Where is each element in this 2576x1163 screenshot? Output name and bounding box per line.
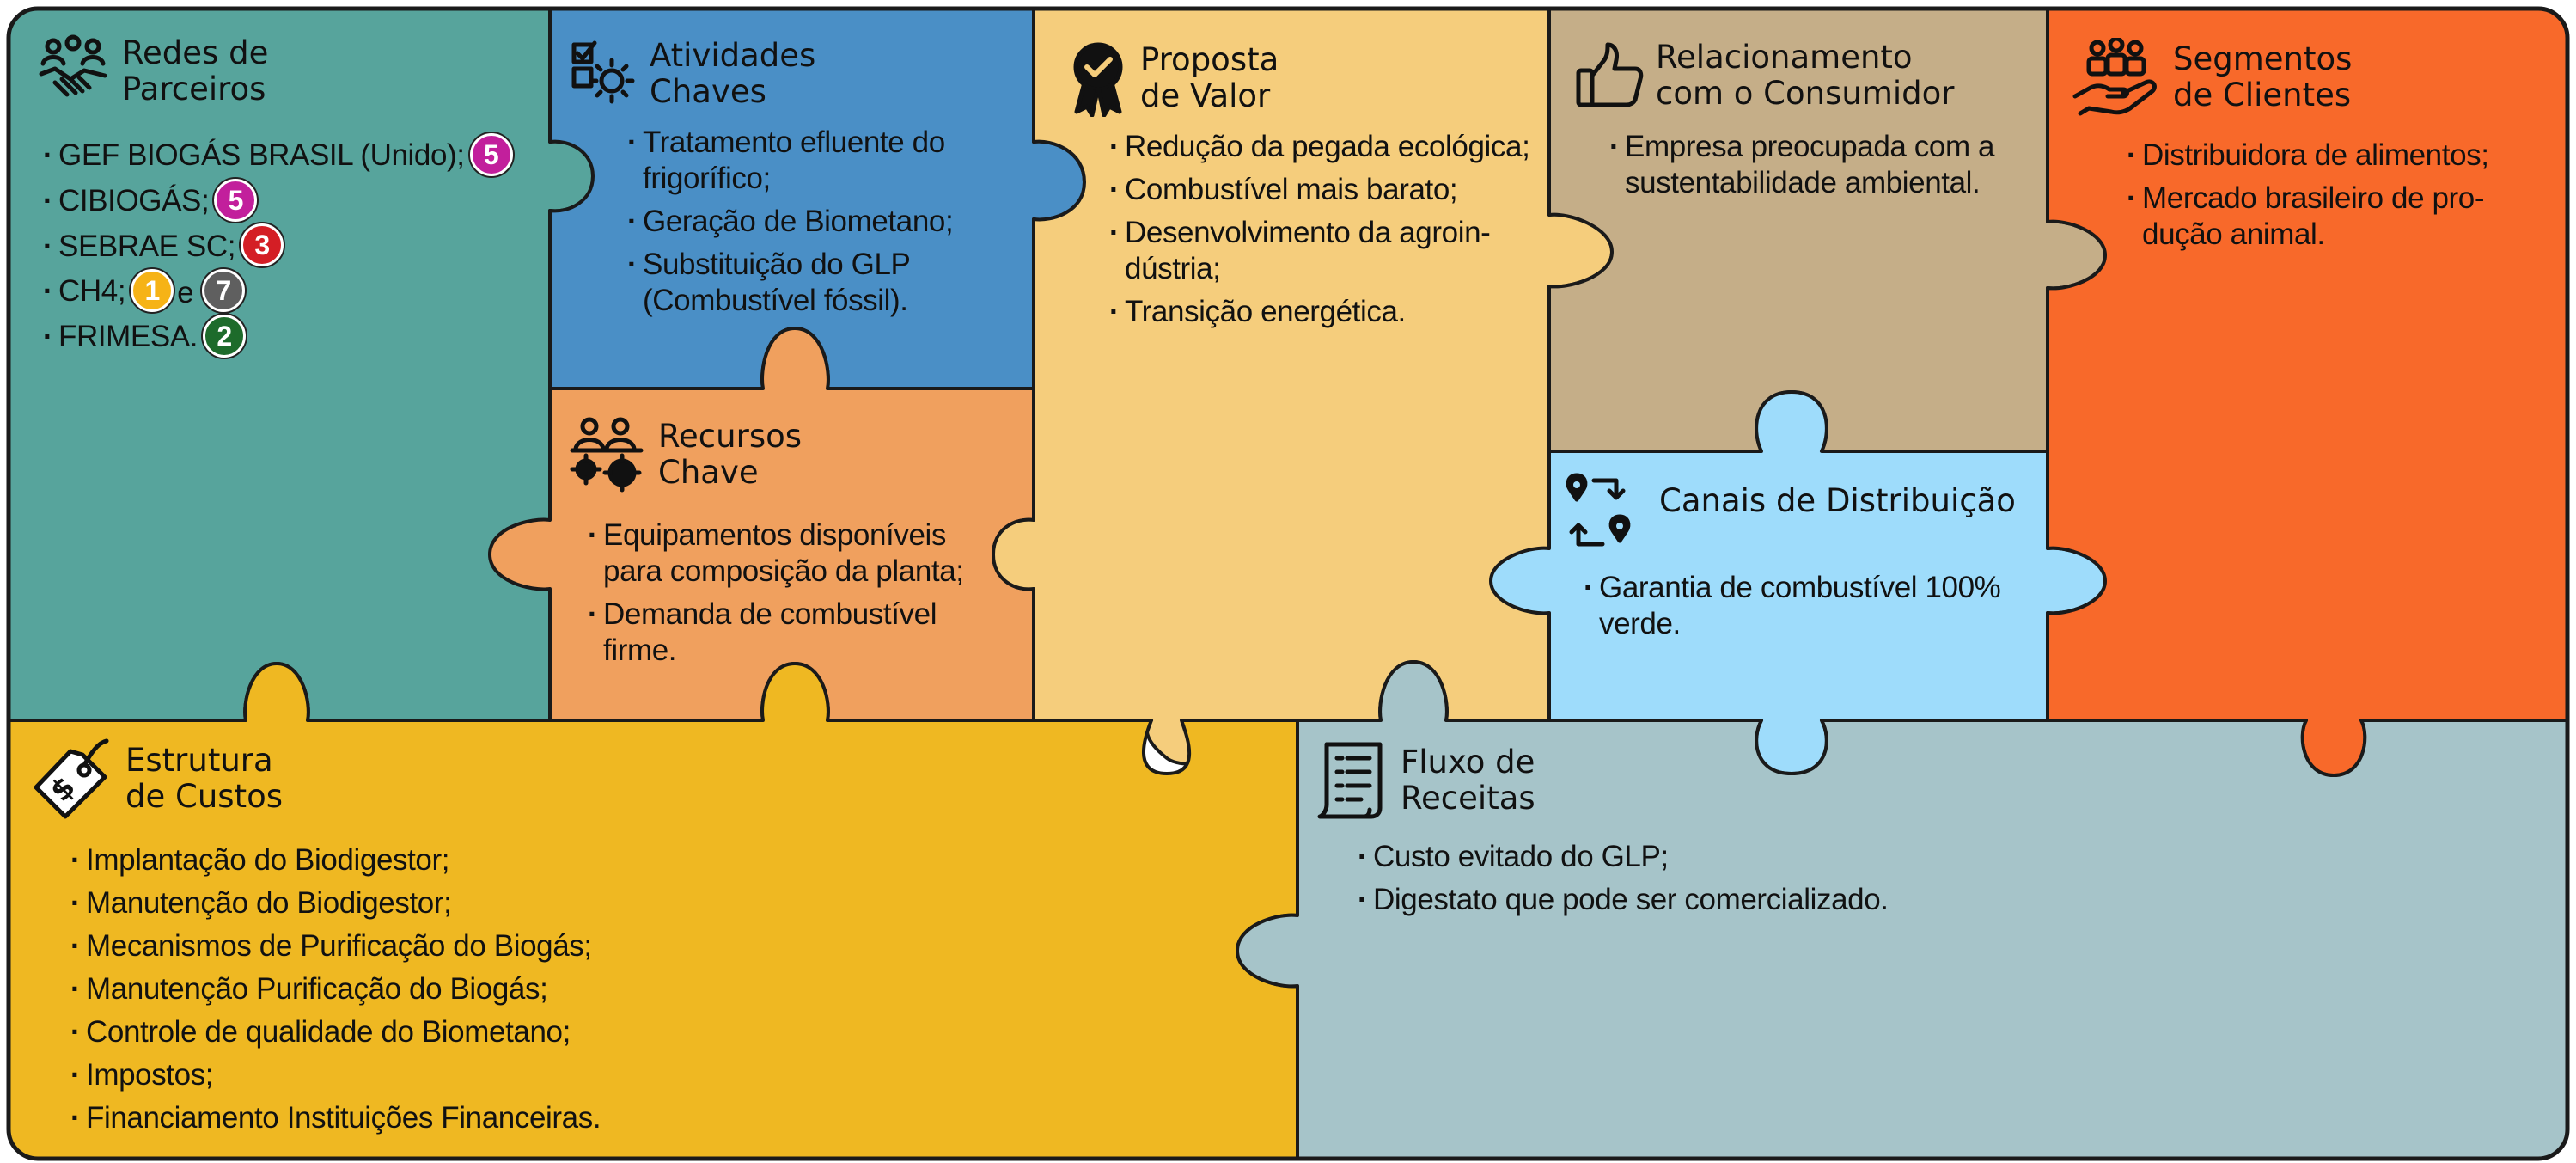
number-badge: 5 <box>469 132 513 176</box>
checklist-gear-icon <box>571 40 635 104</box>
list-item: Geração de Biometano; <box>627 204 954 240</box>
list-item: Redução da pegada ecológica; <box>1109 129 1530 165</box>
list-item: Mecanismos de Purificação do Biogás; <box>70 928 601 964</box>
list-item: GEF BIOGÁS BRASIL (Unido);5 <box>43 132 513 176</box>
list-item: Impostos; <box>70 1057 601 1093</box>
list-item: Digestato que pode ser comercializado. <box>1358 882 1889 918</box>
tile-title: Canais de Distribuição <box>1659 482 2016 519</box>
list-item: SEBRAE SC;3 <box>43 223 513 267</box>
list-item: Combustível mais barato; <box>1109 172 1529 208</box>
list-item: CIBIOGÁS;5 <box>43 178 513 222</box>
piece-receitas <box>1236 660 2567 1159</box>
tile-recursos: Recursos Chave Equipamentos disponíveis … <box>550 389 1034 720</box>
list-item: Financiamento Instituições Financeiras. <box>70 1100 601 1136</box>
tile-title: Estrutura de Custos <box>125 742 283 815</box>
tile-title: Relacionamento com o Consumidor <box>1656 39 1955 112</box>
list-item: Mercado brasileiro de pro- dução animal. <box>2127 181 2489 253</box>
tile-title: Proposta de Valor <box>1140 41 1279 114</box>
tile-parceiros: Redes de Parceiros GEF BIOGÁS BRASIL (Un… <box>9 9 550 662</box>
tile-receitas: Fluxo de Receitas Custo evitado do GLP; D… <box>1297 722 2567 1159</box>
list-item: Substituição do GLP (Combustível fóssil)… <box>627 247 953 319</box>
number-badge: 1 <box>131 269 174 312</box>
badge-separator: e <box>177 276 194 309</box>
tile-title: Redes de Parceiros <box>122 34 269 107</box>
number-badge: 3 <box>241 223 284 267</box>
list-item: Garantia de combustível 100% verde. <box>1584 570 2001 642</box>
partner-name: SEBRAE SC; <box>58 229 236 263</box>
price-tag-icon: $ <box>34 738 109 819</box>
receipt-list-icon <box>1317 742 1383 819</box>
item-list: Empresa preocupada com a sustentabilidad… <box>1609 129 1994 208</box>
tile-title: Segmentos de Clientes <box>2173 40 2353 113</box>
item-list: Custo evitado do GLP; Digestato que pode … <box>1358 839 1889 925</box>
people-gears-icon <box>570 417 644 493</box>
list-item: Transição energética. <box>1109 294 1529 330</box>
list-item: Custo evitado do GLP; <box>1358 839 1889 875</box>
list-item: Empresa preocupada com a sustentabilidad… <box>1609 129 1994 201</box>
partner-name: CH4; <box>58 274 126 309</box>
tile-title: Atividades Chaves <box>650 37 816 110</box>
item-list: Implantação do Biodigestor; Manutenção do… <box>70 842 601 1143</box>
hand-people-icon <box>2072 38 2157 116</box>
list-item: Desenvolvimento da agroin- dústria; <box>1109 215 1529 287</box>
list-item: Implantação do Biodigestor; <box>70 842 601 878</box>
partner-name: GEF BIOGÁS BRASIL (Unido); <box>58 138 465 172</box>
list-item: Manutenção Purificação do Biogás; <box>70 971 601 1007</box>
list-item: Tratamento efluente do frigorífico; <box>627 125 953 197</box>
item-list: Distribuidora de alimentos; Mercado brasi… <box>2127 138 2489 260</box>
number-badge: 7 <box>202 269 246 312</box>
list-item: CH4;1e7 <box>43 269 513 312</box>
tile-proposta: Proposta de Valor Redução da pegada ecol… <box>1034 9 1549 662</box>
list-item: Distribuidora de alimentos; <box>2127 138 2489 174</box>
handshake-people-icon <box>39 34 107 97</box>
tile-title: Fluxo de Receitas <box>1401 744 1535 817</box>
tile-atividades: Atividades Chaves Tratamento efluente do… <box>550 9 1034 387</box>
thumbs-up-icon <box>1576 42 1644 107</box>
tile-title: Recursos Chave <box>658 418 803 491</box>
item-list: Equipamentos disponíveis para composição… <box>588 517 964 676</box>
partner-name: CIBIOGÁS; <box>58 183 210 217</box>
tile-canais: Canais de Distribuição Garantia de combu… <box>1549 451 2048 720</box>
item-list: Redução da pegada ecológica; Combustível … <box>1109 129 1530 337</box>
tile-segmentos: Segmentos de Clientes Distribuidora de a… <box>2048 9 2567 662</box>
item-list: Tratamento efluente do frigorífico; Geraç… <box>627 125 954 326</box>
number-badge: 5 <box>214 178 258 222</box>
list-item: Equipamentos disponíveis para composição… <box>588 517 964 590</box>
tile-relacionamento: Relacionamento com o Consumidor Empresa … <box>1549 9 2048 387</box>
list-item: Controle de qualidade do Biometano; <box>70 1014 601 1050</box>
tile-custos: $ Estrutura de Custos Implantação do Bio… <box>9 722 1237 1159</box>
partner-name: FRIMESA. <box>58 320 198 353</box>
location-route-icon <box>1566 473 1631 547</box>
list-item: Manutenção do Biodigestor; <box>70 885 601 921</box>
item-list: GEF BIOGÁS BRASIL (Unido);5CIBIOGÁS;5SEB… <box>43 132 513 364</box>
list-item: Demanda de combustível firme. <box>588 597 964 669</box>
number-badge: 2 <box>203 314 247 358</box>
item-list: Garantia de combustível 100% verde. <box>1584 570 2001 649</box>
award-ribbon-icon <box>1073 42 1123 117</box>
list-item: FRIMESA.2 <box>43 314 513 358</box>
